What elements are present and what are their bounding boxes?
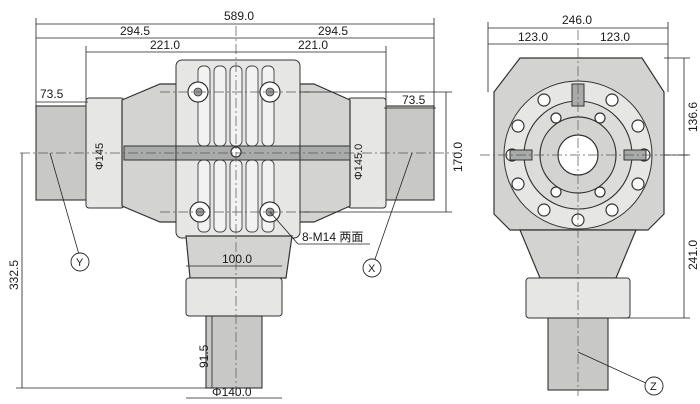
view-marker-z	[644, 376, 664, 396]
dim-height-left: 332.5	[7, 260, 21, 290]
front-view	[20, 26, 458, 396]
side-view	[480, 30, 690, 396]
dim-bolts: 8-M14 两面	[302, 230, 363, 244]
dim-half-width-right: 294.5	[318, 24, 348, 38]
bottom-flange	[185, 277, 283, 317]
dim-flange-right: 221.0	[298, 38, 328, 52]
dim-side-half-left: 123.0	[518, 30, 548, 44]
front-dimensions: 589.0 294.5 294.5 221.0 221.0 73.5 73.5 …	[7, 9, 465, 399]
dim-side-height-total: 241.0	[686, 240, 700, 270]
bottom-shaft	[205, 315, 263, 389]
lower-housing	[185, 235, 293, 279]
view-marker-y	[70, 252, 90, 272]
dim-height-right: 170.0	[451, 142, 465, 172]
dim-dia-left: Φ145	[94, 143, 106, 170]
dim-dia-bottom: Φ140.0	[212, 385, 252, 399]
dim-side-width: 246.0	[562, 13, 592, 27]
dim-shaft-left: 73.5	[40, 87, 64, 101]
dim-side-half-right: 123.0	[600, 30, 630, 44]
dim-shaft-bottom: 91.5	[197, 344, 211, 368]
view-label-z: Z	[650, 381, 657, 393]
view-label-y: Y	[76, 257, 84, 269]
dim-dia-right: Φ145.0	[353, 144, 365, 180]
dim-flange-left: 221.0	[150, 38, 180, 52]
side-dimensions: 246.0 123.0 123.0 136.6 241.0 Z	[487, 13, 700, 396]
dim-shaft-right: 73.5	[402, 93, 426, 107]
view-label-x: X	[368, 263, 376, 275]
dim-base-width: 100.0	[222, 252, 252, 266]
view-marker-x	[362, 258, 382, 278]
right-shaft	[383, 105, 435, 201]
dim-overall-width: 589.0	[224, 9, 254, 23]
dim-half-width-left: 294.5	[120, 24, 150, 38]
dim-side-height-top: 136.6	[686, 102, 700, 132]
